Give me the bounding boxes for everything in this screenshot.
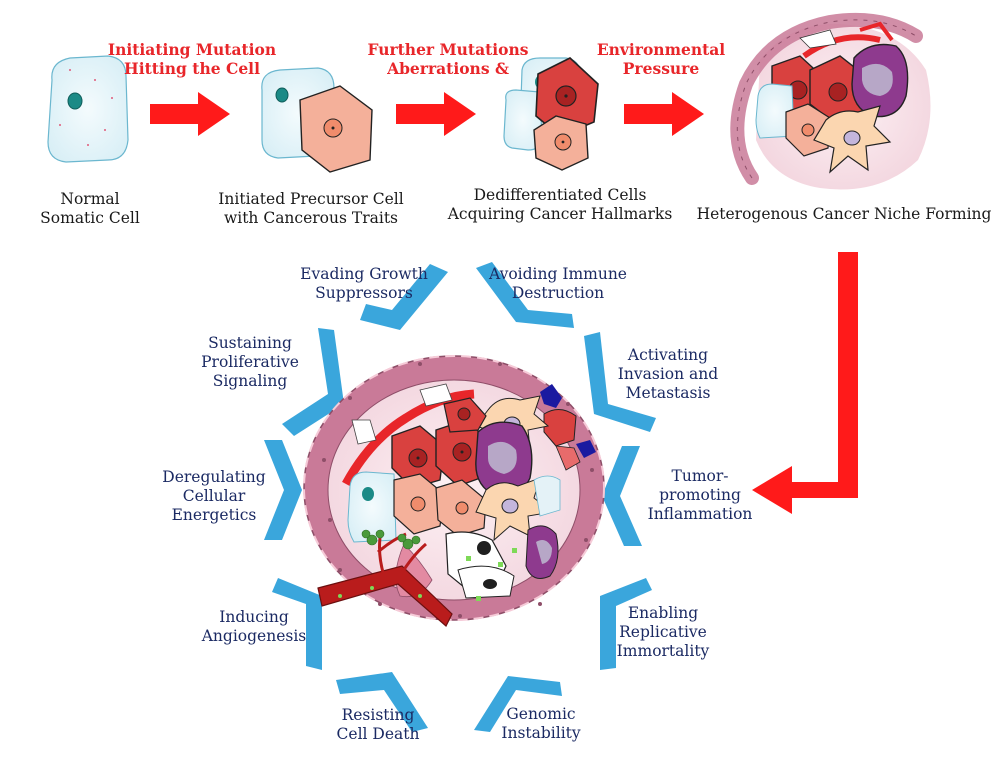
heterogeneous-niche xyxy=(730,12,931,190)
hallmark-chevrons xyxy=(264,262,656,732)
hallmark-tumor-promoting-inflammation: Tumor- promoting Inflammation xyxy=(647,467,753,523)
chevron-bottom-left xyxy=(336,672,428,732)
normal-somatic-cell xyxy=(47,55,129,163)
hallmark-sustaining-proliferative-signaling: Sustaining Proliferative Signaling xyxy=(201,334,299,390)
hallmark-resisting-cell-death: Resisting Cell Death xyxy=(336,706,420,743)
chevron-bottom-right xyxy=(474,676,562,732)
chevron-upper-right xyxy=(584,332,656,432)
cell-label-dedifferentiated: Dedifferentiated Cells Acquiring Cancer … xyxy=(447,186,673,223)
hallmark-genomic-instability: Genomic Instability xyxy=(501,705,581,742)
cell-label-initiated-precursor: Initiated Precursor Cell with Cancerous … xyxy=(218,190,404,227)
chevron-mid-right xyxy=(602,446,642,546)
arrow-label-initiating-mutation: Initiating Mutation Hitting the Cell xyxy=(107,40,277,78)
chevron-top-left xyxy=(360,264,448,330)
cell-label-heterogenous-niche: Heterogenous Cancer Niche Forming xyxy=(696,205,992,223)
dedifferentiated-cells xyxy=(503,57,599,171)
immune-cell-blue-icon xyxy=(540,384,596,458)
chevron-lower-right xyxy=(600,578,652,670)
hallmark-avoiding-immune-destruction: Avoiding Immune Destruction xyxy=(489,265,627,302)
initiated-precursor-cell xyxy=(261,67,373,173)
arrow-label-environmental-pressure: Environmental Pressure xyxy=(596,40,726,78)
chevron-upper-left xyxy=(282,328,344,436)
capillary-cluster-icon xyxy=(361,529,421,550)
chevron-lower-left xyxy=(272,578,322,670)
connector-arrow xyxy=(752,252,858,514)
hallmark-activating-invasion-metastasis: Activating Invasion and Metastasis xyxy=(617,346,719,402)
hallmark-enabling-replicative-immortality: Enabling Replicative Immortality xyxy=(616,604,710,660)
blood-vessel-icon xyxy=(317,532,453,627)
progression-arrow-1 xyxy=(150,92,230,136)
progression-arrow-3 xyxy=(624,92,704,136)
progression-arrow-2 xyxy=(396,92,476,136)
hallmark-inducing-angiogenesis: Inducing Angiogenesis xyxy=(201,608,307,645)
central-tumor-niche xyxy=(303,355,605,627)
chevron-top-right xyxy=(476,262,574,328)
hallmark-deregulating-cellular-energetics: Deregulating Cellular Energetics xyxy=(162,468,266,524)
chevron-mid-left xyxy=(264,440,302,540)
arrow-label-further-mutations: Further Mutations Aberrations & xyxy=(367,40,529,78)
hallmark-evading-growth-suppressors: Evading Growth Suppressors xyxy=(300,265,428,302)
cell-label-normal-somatic: Normal Somatic Cell xyxy=(40,190,140,227)
